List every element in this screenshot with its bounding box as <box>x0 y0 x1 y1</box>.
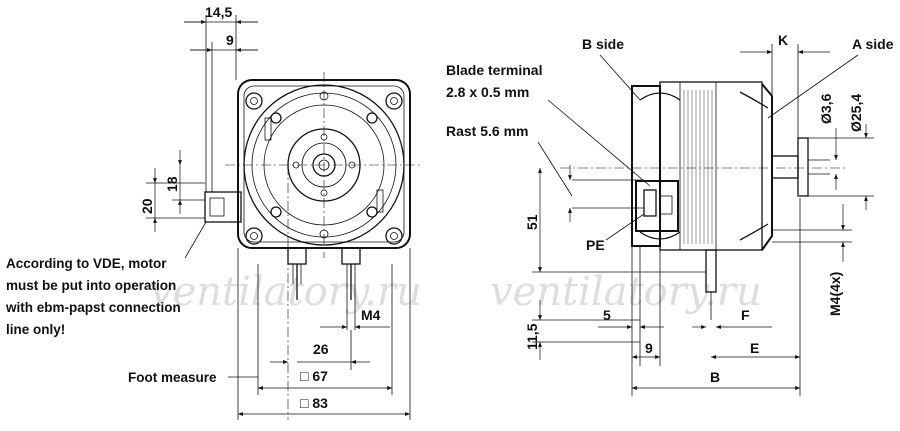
dim-m4-4x: M4(4x) <box>827 272 843 316</box>
dim-67: □ 67 <box>300 368 328 384</box>
dim-51: 51 <box>524 214 540 230</box>
foot-measure-label: Foot measure <box>128 370 217 385</box>
dim-e: E <box>750 340 759 356</box>
note-line-4: line only! <box>6 322 65 337</box>
dim-k: K <box>778 32 788 48</box>
note-line-1: According to VDE, motor <box>6 256 167 271</box>
dim-m4-front: M4 <box>361 307 381 323</box>
front-view <box>204 72 423 420</box>
side-dimensions: K B side A side Blade terminal 2.8 x 0.5… <box>446 32 894 396</box>
dim-20: 20 <box>139 198 155 214</box>
label-pe: PE <box>586 237 605 253</box>
terminal-box <box>635 180 679 232</box>
label-b-side: B side <box>582 36 624 52</box>
dim-b: B <box>710 369 720 385</box>
label-a-side: A side <box>852 36 894 52</box>
dim-f: F <box>741 307 750 323</box>
dim-11-5: 11,5 <box>524 323 540 350</box>
note-line-2: must be put into operation <box>6 278 176 293</box>
dim-5: 5 <box>603 307 611 323</box>
dim-26: 26 <box>313 341 329 357</box>
vde-note: According to VDE, motor must be put into… <box>5 256 181 337</box>
watermark-right: ventilatory.ru <box>490 269 762 315</box>
watermark-left: ventilatory.ru <box>150 269 422 315</box>
dim-dia-3-6: Ø3,6 <box>818 93 834 124</box>
front-dimensions: 14,5 9 18 20 M4 26 □ 67 <box>139 4 411 420</box>
dim-18: 18 <box>164 176 180 192</box>
label-blade-terminal-2: 2.8 x 0.5 mm <box>446 84 529 100</box>
connector-block <box>204 191 242 223</box>
shaft-boss <box>771 155 799 179</box>
winding-hatch <box>683 90 713 244</box>
dim-14-5: 14,5 <box>205 4 232 20</box>
dim-dia-25-4: Ø25,4 <box>848 94 864 132</box>
stator-body <box>659 81 763 251</box>
label-blade-terminal-1: Blade terminal <box>446 62 542 78</box>
dim-9-right: 9 <box>645 340 653 356</box>
corner-screws <box>245 92 403 245</box>
note-line-3: with ebm-papst connection <box>5 300 181 315</box>
dim-9-left: 9 <box>226 32 234 48</box>
dim-83: □ 83 <box>300 395 328 411</box>
label-rast: Rast 5.6 mm <box>446 123 528 139</box>
side-view <box>560 81 848 320</box>
